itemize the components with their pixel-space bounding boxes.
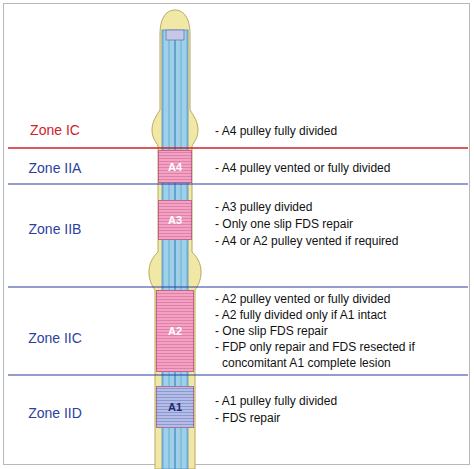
zone-label: Zone IIC bbox=[5, 330, 105, 346]
note-text: - Only one slip FDS repair bbox=[215, 216, 465, 232]
note-text: - A4 pulley vented or fully divided bbox=[215, 160, 465, 176]
note-text: - A2 pulley vented or fully divided bbox=[215, 291, 465, 307]
zone-label: Zone IID bbox=[5, 405, 105, 421]
pulley-label: A3 bbox=[167, 214, 183, 226]
note-text: - A4 or A2 pulley vented if required bbox=[215, 233, 465, 249]
note-text: - A3 pulley divided bbox=[215, 199, 465, 215]
pulley-band: A1 bbox=[156, 386, 194, 428]
pulley-label: A2 bbox=[167, 325, 183, 337]
pulley-label: A4 bbox=[167, 161, 183, 173]
note-text: - One slip FDS repair bbox=[215, 323, 465, 339]
note-text: - A2 fully divided only if A1 intact bbox=[215, 307, 465, 323]
zone-label: Zone IC bbox=[5, 122, 105, 138]
pulley-band: A3 bbox=[158, 200, 192, 240]
note-text: - FDP only repair and FDS resected if co… bbox=[215, 339, 429, 371]
note-text: - FDS repair bbox=[215, 410, 465, 426]
note-text: - A4 pulley fully divided bbox=[215, 123, 465, 139]
pulley-label: A1 bbox=[167, 401, 183, 413]
pulley-band: A4 bbox=[158, 150, 192, 183]
pulley-band: A2 bbox=[156, 290, 194, 372]
note-text: - A1 pulley fully divided bbox=[215, 393, 465, 409]
zone-label: Zone IIB bbox=[5, 221, 105, 237]
zone-label: Zone IIA bbox=[5, 160, 105, 176]
